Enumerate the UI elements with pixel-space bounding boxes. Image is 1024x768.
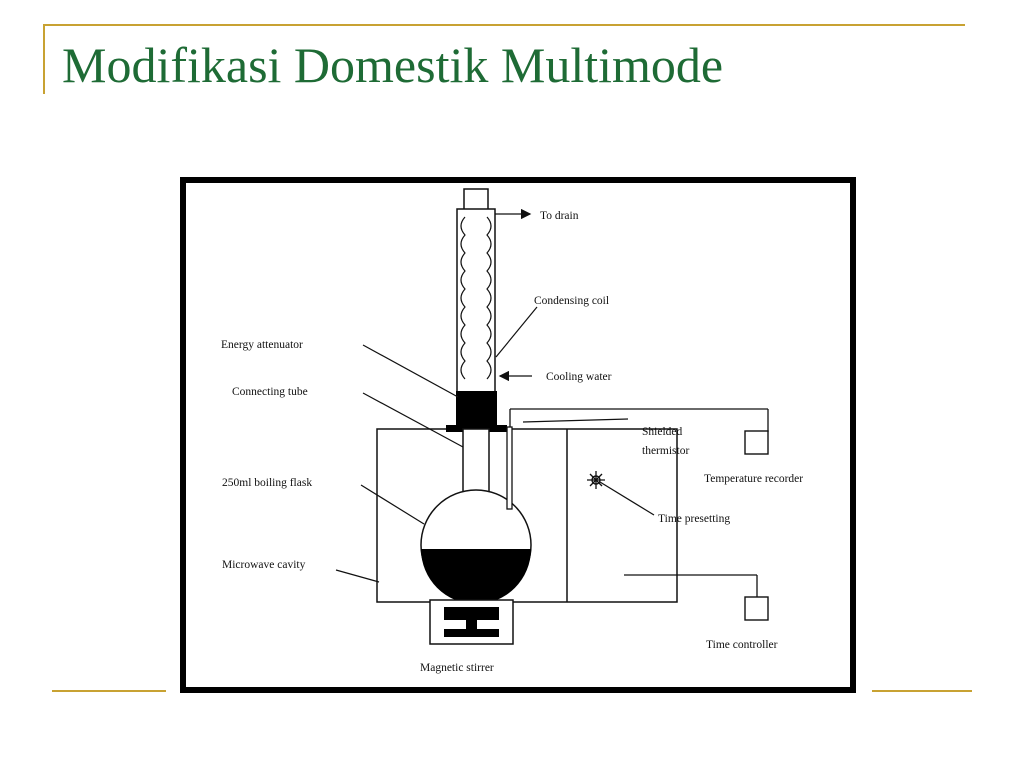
- temperature-recorder-box: [744, 430, 769, 455]
- label-microwave-cavity: Microwave cavity: [222, 559, 306, 571]
- label-time-controller: Time controller: [706, 639, 778, 651]
- title-accent-line-top: [43, 24, 965, 26]
- label-energy-attenuator: Energy attenuator: [221, 339, 303, 351]
- microwave-apparatus-diagram: To drain Condensing coil Energy attenuat…: [180, 177, 856, 693]
- label-magnetic-stirrer: Magnetic stirrer: [420, 662, 494, 674]
- slide-title: Modifikasi Domestik Multimode: [62, 37, 724, 93]
- label-temperature-recorder: Temperature recorder: [704, 473, 803, 485]
- footer-rule-right: [872, 690, 972, 692]
- diagram-svg: To drain Condensing coil Energy attenuat…: [180, 177, 856, 693]
- label-shielded: Shielded: [642, 426, 682, 438]
- diagram-labels: To drain Condensing coil Energy attenuat…: [221, 210, 803, 674]
- diagram-border: [180, 177, 856, 693]
- gear-icon: [587, 471, 605, 489]
- microwave-cavity-box: [376, 428, 678, 603]
- footer-rule-left: [52, 690, 166, 692]
- label-time-presetting: Time presetting: [658, 513, 730, 525]
- title-accent-line-left: [43, 24, 45, 94]
- flow-arrows: [495, 208, 532, 382]
- label-connecting-tube: Connecting tube: [232, 386, 308, 398]
- time-controller-box: [744, 596, 769, 621]
- boiling-flask: [420, 489, 532, 604]
- time-controller-wiring: [624, 574, 758, 597]
- label-boiling-flask: 250ml boiling flask: [222, 477, 312, 489]
- label-cooling-water: Cooling water: [546, 371, 612, 383]
- condensing-column: [456, 188, 496, 394]
- magnetic-stirrer: [429, 599, 514, 645]
- label-to-drain: To drain: [540, 210, 579, 222]
- thermistor-probe: [506, 408, 769, 510]
- label-thermistor: thermistor: [642, 445, 689, 457]
- label-condensing-coil: Condensing coil: [534, 295, 609, 307]
- leader-lines: [335, 306, 655, 583]
